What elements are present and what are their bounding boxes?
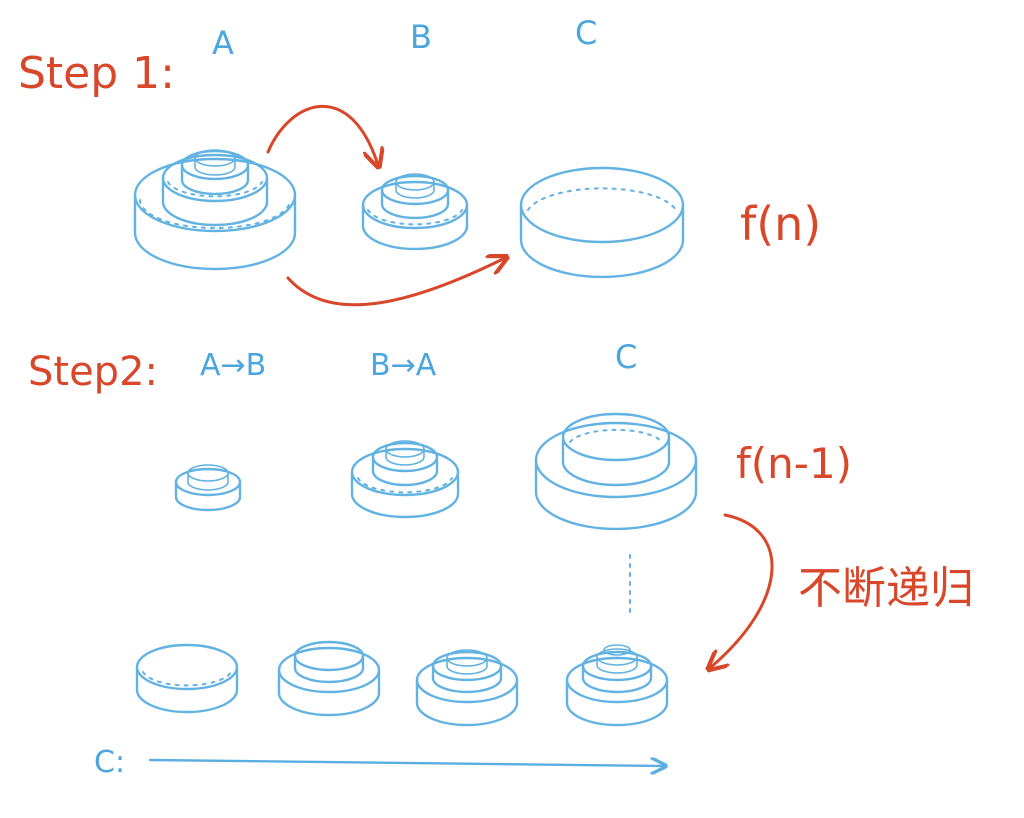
step2-peg-a-stack <box>174 464 242 512</box>
disk-small <box>174 467 242 512</box>
step1-peg-b-stack <box>361 173 469 251</box>
disk-medium <box>361 180 469 251</box>
final-stack-1 <box>135 643 239 714</box>
step1-peg-a-stack <box>133 149 297 271</box>
disk-medium <box>161 153 269 227</box>
move-arrow-a-to-b <box>266 104 378 165</box>
final-stack-3 <box>415 649 519 727</box>
step1-peg-b-label: B <box>410 18 432 56</box>
disk-tiny <box>187 464 229 491</box>
final-row-label: C: <box>94 745 125 780</box>
step1-function-label: f(n) <box>740 197 821 251</box>
step2-peg-a-label: A→B <box>200 348 266 383</box>
move-arrow-a-to-c <box>286 258 505 307</box>
disk-small <box>371 441 439 487</box>
disk-small <box>380 174 450 220</box>
recursion-note: 不断递归 <box>798 563 974 614</box>
disk-large-2 <box>561 412 671 487</box>
step2-peg-b-label: B→A <box>370 348 437 383</box>
timeline-arrow <box>148 760 664 766</box>
disk-tiny <box>194 149 236 176</box>
step2-peg-b-stack <box>350 440 460 519</box>
step2-peg-c-label: C <box>615 338 637 376</box>
final-stack-2 <box>277 640 381 717</box>
step1-peg-c-stack <box>519 166 685 279</box>
disk-tiny <box>395 173 435 199</box>
step1-peg-c-label: C <box>575 14 597 52</box>
step2-function-label: f(n-1) <box>736 439 852 488</box>
disk-tiny <box>385 440 425 466</box>
step1-label: Step 1: <box>18 48 175 99</box>
disk-large <box>534 421 698 531</box>
step1-peg-a-label: A <box>212 24 234 62</box>
final-stack-4 <box>565 644 669 727</box>
step2-peg-c-stack <box>534 412 698 531</box>
disk-small <box>180 149 250 196</box>
disk-large <box>133 157 297 271</box>
disk-large <box>519 166 685 279</box>
disk-medium <box>350 447 460 519</box>
step2-label: Step2: <box>28 349 158 395</box>
recursion-arrow <box>710 513 774 668</box>
